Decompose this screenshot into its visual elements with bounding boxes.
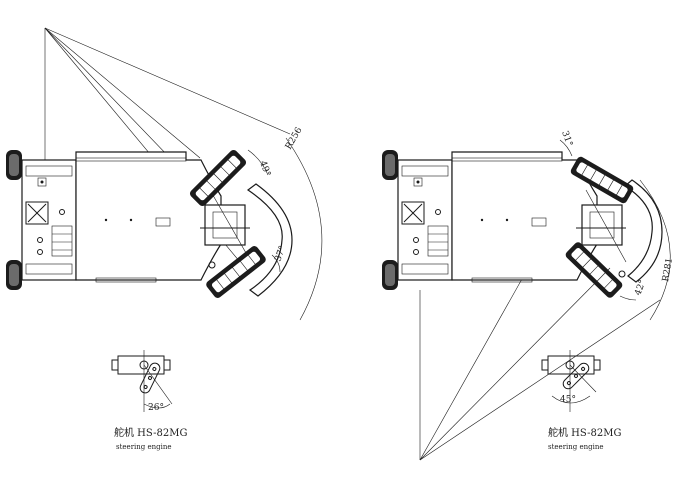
right-servo-caption-en: steering engine	[548, 443, 604, 451]
right-front-bumper	[623, 179, 663, 283]
left-chassis	[5, 149, 222, 291]
right-outer-wheel-ray	[419, 267, 611, 461]
left-servo-angle: 26°	[148, 403, 164, 413]
left-steering-linkage	[200, 183, 293, 297]
right-radius-label: R281	[661, 257, 675, 282]
left-view: R256 49° 37° 26° 舵机 HS-82MG steering eng…	[5, 27, 323, 451]
right-steering-linkage	[576, 179, 663, 283]
left-front-bumper	[246, 183, 293, 297]
right-front-upper-wheel	[570, 156, 634, 204]
left-servo-caption-en: steering engine	[116, 443, 172, 451]
left-servo-caption-cn: 舵机 HS-82MG	[114, 426, 187, 439]
right-chassis	[381, 149, 598, 291]
right-servo-caption-cn: 舵机 HS-82MG	[548, 426, 621, 439]
left-radius-label: R256	[284, 126, 305, 152]
left-front-upper-wheel	[189, 149, 247, 207]
right-servo-detail: 45° 舵机 HS-82MG steering engine	[541, 350, 621, 451]
left-front-lower-wheel	[206, 246, 266, 298]
right-front-lower-wheel	[565, 242, 623, 298]
left-inner-wheel-ray	[44, 27, 201, 159]
left-turning-radius-arc	[285, 137, 323, 321]
right-upper-angle: 31°	[559, 130, 574, 148]
right-turning-radius-arc	[639, 179, 671, 321]
left-upper-angle: 49°	[257, 160, 272, 178]
right-servo-angle: 45°	[560, 395, 576, 405]
left-servo-detail: 26° 舵机 HS-82MG steering engine	[111, 350, 187, 451]
right-view: R281 31° 42° 45° 舵机 HS-82MG steering eng…	[381, 130, 675, 461]
